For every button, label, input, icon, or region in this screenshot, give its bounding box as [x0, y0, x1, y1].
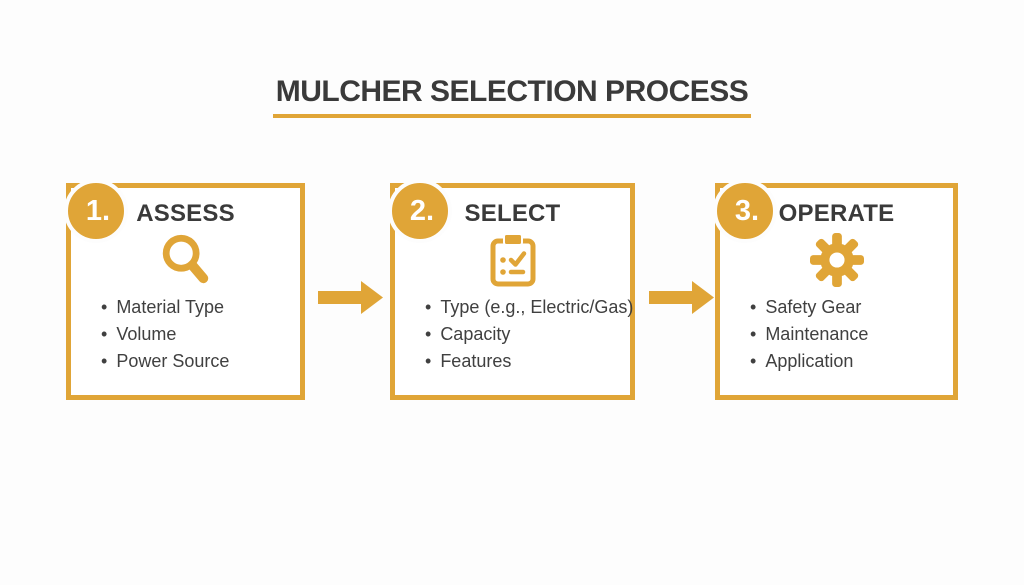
clipboard-checklist-icon [395, 230, 630, 290]
list-item: • Features [425, 348, 630, 375]
bullet-dot: • [101, 324, 108, 344]
step-1-heading: ASSESS [136, 200, 235, 227]
step-box-operate: 3. OPERATE • Safety Gear [713, 179, 958, 400]
list-item-label: Maintenance [765, 324, 869, 344]
list-item-label: Safety Gear [765, 297, 862, 317]
list-item: • Volume [101, 321, 300, 348]
title-block: MULCHER SELECTION PROCESS [0, 76, 1024, 118]
bullet-dot: • [750, 297, 757, 317]
step-box-select: 2. SELECT • Type (e.g., Electric/Gas) • Ca… [388, 179, 635, 400]
right-arrow-icon [318, 281, 383, 314]
magnifier-icon [71, 230, 300, 290]
step-2-number-badge: 2. [388, 179, 452, 243]
page-title: MULCHER SELECTION PROCESS [272, 76, 752, 118]
list-item: • Safety Gear [750, 294, 953, 321]
bullet-dot: • [750, 324, 757, 344]
step-3-item-list: • Safety Gear • Maintenance • Application [720, 294, 953, 375]
list-item: • Capacity [425, 321, 630, 348]
step-2-item-list: • Type (e.g., Electric/Gas) • Capacity • Fe… [395, 294, 634, 375]
list-item-label: Features [440, 351, 512, 371]
list-item: • Material Type [101, 294, 300, 321]
step-3-number-badge: 3. [713, 179, 777, 243]
bullet-dot: • [750, 351, 757, 371]
step-2-heading: SELECT [464, 200, 561, 227]
bullet-dot: • [425, 351, 432, 371]
list-item-label: Application [765, 351, 854, 371]
list-item: • Type (e.g., Electric/Gas) [425, 294, 634, 321]
gear-icon [720, 230, 953, 290]
list-item-label: Power Source [116, 351, 230, 371]
step-2-number: 2. [409, 194, 435, 227]
step-1-item-list: • Material Type • Volume • Power Source [71, 294, 300, 375]
right-arrow-icon [649, 281, 714, 314]
list-item: • Application [750, 348, 953, 375]
list-item: • Maintenance [750, 321, 953, 348]
list-item: • Power Source [101, 348, 300, 375]
bullet-dot: • [101, 297, 108, 317]
list-item-label: Material Type [116, 297, 225, 317]
step-1-number: 1. [85, 194, 111, 227]
list-item-label: Capacity [440, 324, 511, 344]
list-item-label: Type (e.g., Electric/Gas) [440, 297, 634, 317]
step-3-number: 3. [734, 194, 760, 227]
step-3-heading: OPERATE [778, 200, 895, 227]
bullet-dot: • [425, 324, 432, 344]
bullet-dot: • [425, 297, 432, 317]
bullet-dot: • [101, 351, 108, 371]
step-1-number-badge: 1. [64, 179, 128, 243]
list-item-label: Volume [116, 324, 177, 344]
step-box-assess: 1. ASSESS • Material Type • Volume • Power … [64, 179, 305, 400]
